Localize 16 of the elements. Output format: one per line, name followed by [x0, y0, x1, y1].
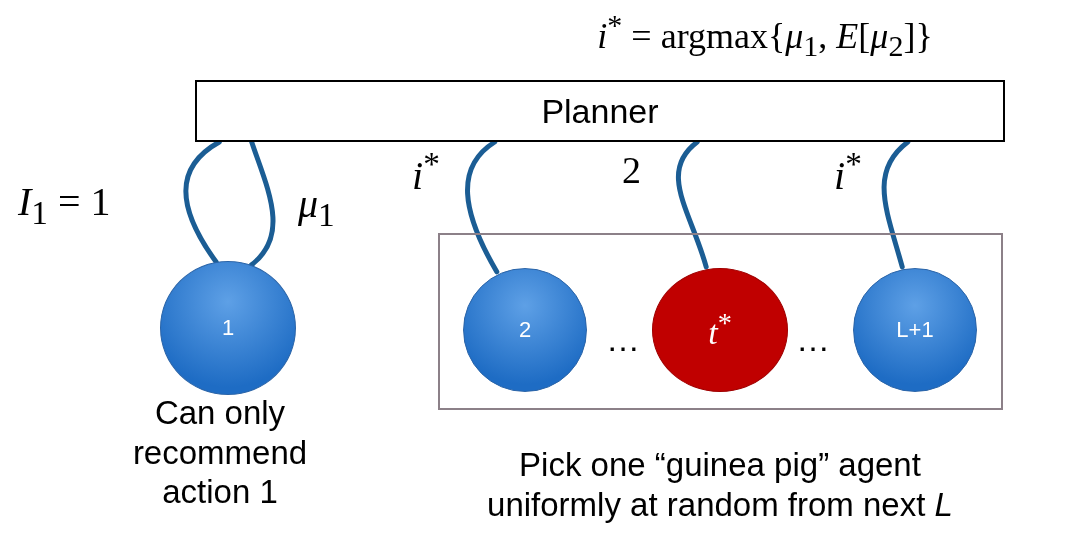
edge-label: 2 [622, 148, 641, 192]
edge-label: i$^{*}$ [834, 145, 862, 200]
agent-circle: t$^{*}$ [652, 268, 788, 392]
ellipsis: … [606, 320, 640, 359]
edge-label: μ$_{1}$ [298, 180, 335, 234]
edge-label: I$_{1}$ = 1 [18, 178, 111, 232]
group-frame [438, 233, 1003, 410]
agent-circle: 2 [463, 268, 587, 392]
node-caption: Pick one “guinea pig” agent uniformly at random from next L [486, 445, 954, 525]
edge-label: i$^{*}$ [412, 145, 440, 200]
agent-circle: 1 [160, 261, 296, 395]
ellipsis: … [796, 320, 830, 359]
planner-box: Planner [195, 80, 1005, 142]
agent-circle: L+1 [853, 268, 977, 392]
formula-title: i$^{*}$ = argmax{μ$_{1}$, E[μ$_{2}$]} [596, 8, 934, 64]
node-caption: Can only recommend action 1 [131, 393, 309, 512]
